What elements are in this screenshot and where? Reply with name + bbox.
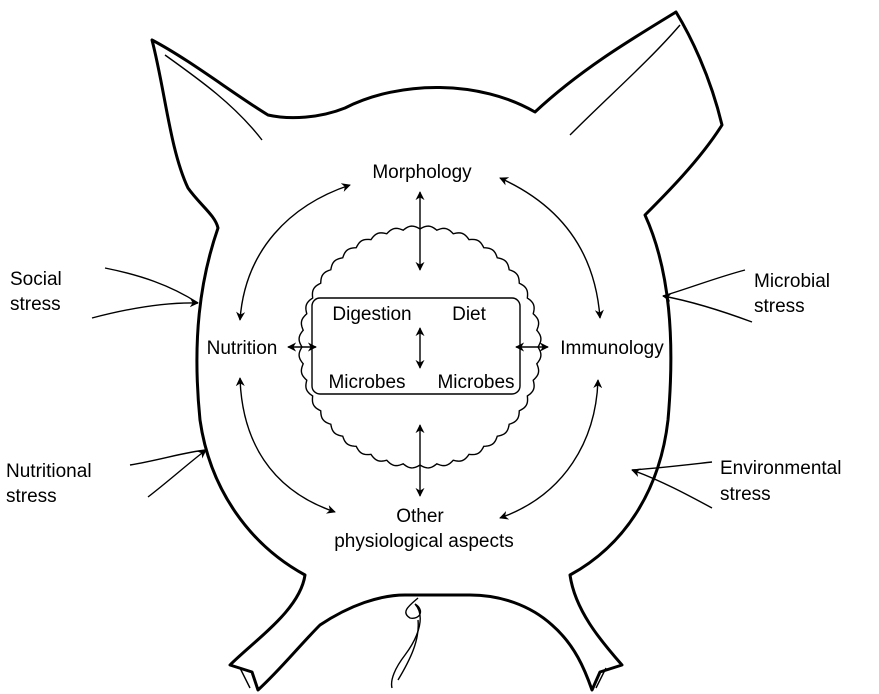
- social-stress-arrows: [92, 268, 198, 318]
- arc-immunology-other: [500, 380, 598, 518]
- label-immunology: Immunology: [560, 338, 664, 359]
- label-other: Other: [396, 506, 444, 527]
- label-nutritional: Nutritional: [6, 461, 92, 482]
- label-microbes-left: Microbes: [328, 372, 405, 393]
- left-ear-inner: [165, 55, 262, 140]
- label-morphology: Morphology: [372, 162, 472, 183]
- arc-morphology-nutrition: [240, 185, 350, 320]
- label-microbial-stress: stress: [754, 296, 805, 317]
- nutritional-stress-arrows: [130, 450, 206, 497]
- right-ear-inner: [570, 25, 680, 135]
- label-diet: Diet: [452, 304, 487, 325]
- label-digestion: Digestion: [332, 304, 411, 325]
- label-environmental: Environmental: [720, 458, 841, 479]
- label-microbes-right: Microbes: [437, 372, 514, 393]
- label-nutritional-stress: stress: [6, 486, 57, 507]
- label-social-stress: stress: [10, 294, 61, 315]
- label-nutrition: Nutrition: [207, 338, 278, 359]
- label-environmental-stress: stress: [720, 484, 771, 505]
- microbial-stress-arrows: [663, 270, 752, 322]
- label-social: Social: [10, 269, 62, 290]
- label-microbial: Microbial: [754, 271, 830, 292]
- label-physiological-aspects: physiological aspects: [334, 531, 514, 552]
- arc-morphology-immunology: [500, 178, 600, 318]
- arc-nutrition-other: [240, 378, 335, 512]
